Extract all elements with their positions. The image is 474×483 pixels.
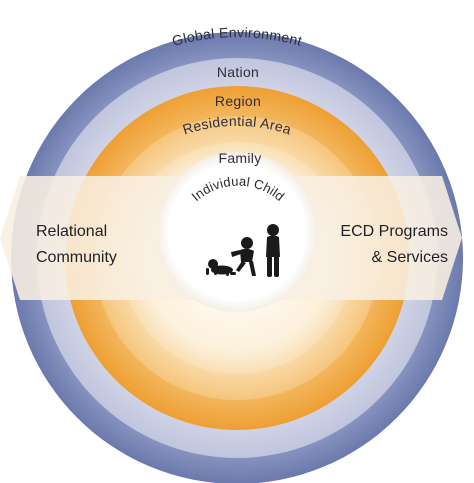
family-label: Family (218, 150, 261, 166)
toddler-icon (231, 237, 256, 276)
ecd-programs-label-2: & Services (372, 249, 448, 266)
region-label: Region (215, 93, 261, 109)
ecd-programs-line2: & Services (372, 249, 448, 266)
relational-community-line1: Relational (36, 223, 107, 240)
ecd-programs-line1: ECD Programs (340, 223, 448, 240)
ecd-programs-label: ECD Programs (340, 223, 448, 240)
relational-community-label-2: Community (36, 249, 117, 266)
relational-community-line2: Community (36, 249, 117, 266)
crawling-baby-icon (206, 259, 236, 276)
nation-label: Nation (217, 64, 259, 80)
standing-child-icon (266, 224, 280, 277)
relational-community-label: Relational (36, 223, 107, 240)
